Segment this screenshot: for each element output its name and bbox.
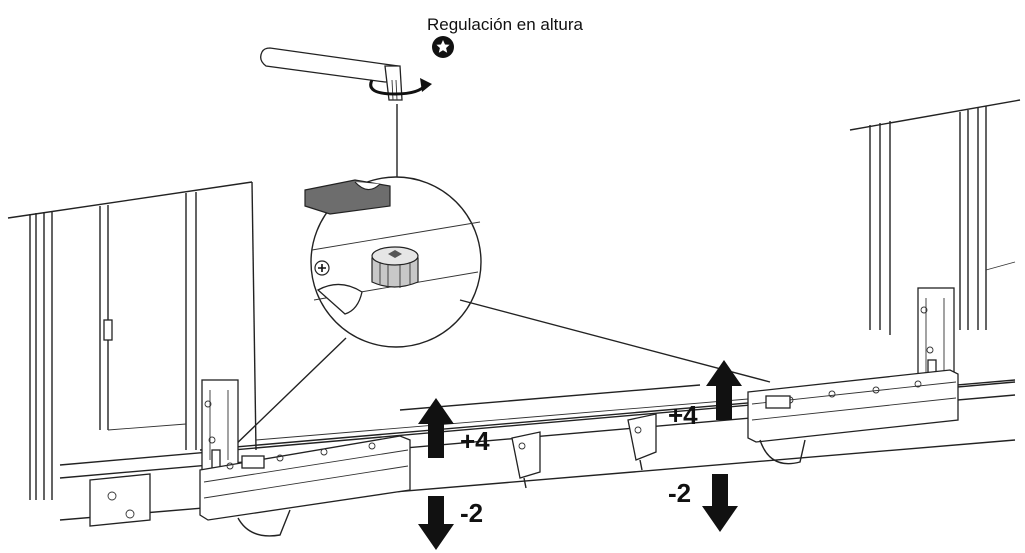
right-runner <box>747 369 959 465</box>
left-up-label: +4 <box>460 426 490 456</box>
allen-key-icon <box>260 47 403 101</box>
left-runner <box>199 435 411 537</box>
up-arrow-icon <box>706 360 742 420</box>
right-down-label: -2 <box>668 478 691 508</box>
rotation-arrow-icon <box>369 78 432 96</box>
phillips-screw-icon <box>314 260 330 276</box>
left-hinge <box>201 379 239 479</box>
left-frame <box>7 181 257 500</box>
middle-bracket-right <box>627 413 657 471</box>
down-arrow-icon <box>418 496 454 550</box>
torx-icon <box>432 36 454 58</box>
height-adjust-nut <box>371 246 419 288</box>
left-end-bracket <box>89 473 151 527</box>
title-label: Regulación en altura <box>427 15 583 34</box>
up-arrow-icon <box>418 398 454 458</box>
right-frame <box>849 99 1021 335</box>
middle-bracket-left <box>511 431 541 489</box>
right-up-label: +4 <box>668 400 698 430</box>
left-down-label: -2 <box>460 498 483 528</box>
clip-cap <box>304 179 391 215</box>
down-arrow-icon <box>702 474 738 532</box>
